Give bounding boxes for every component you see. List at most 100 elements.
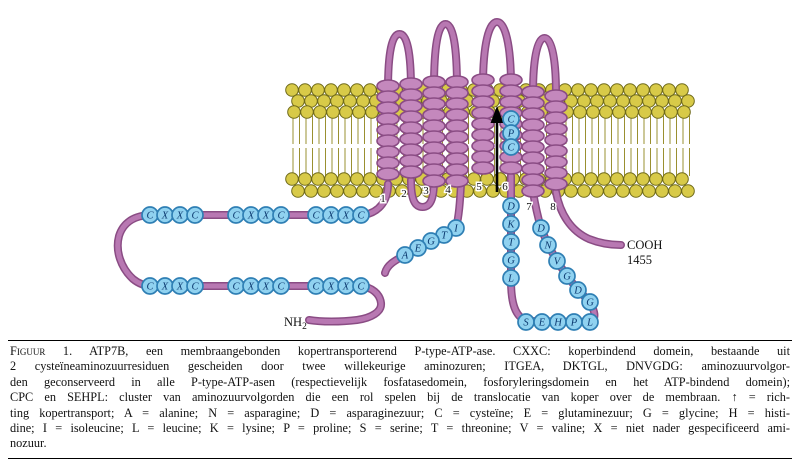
amino-acid-bead <box>502 233 520 251</box>
amino-acid-letter: X <box>342 282 350 293</box>
amino-acid-letter: C <box>277 282 285 293</box>
helix-3 <box>422 75 446 188</box>
nh2-label: NH2 <box>284 315 307 332</box>
amino-acid-letter: D <box>536 224 545 235</box>
amino-acid-letter: X <box>327 211 335 222</box>
cooh-label: COOH <box>627 238 662 252</box>
caption-line: CPC en SEHPL: cluster van aminozuurvolgo… <box>10 390 790 405</box>
amino-acid-bead <box>581 313 599 331</box>
amino-acid-letter: G <box>427 237 435 248</box>
amino-acid-letter: D <box>506 202 515 213</box>
amino-acid-letter: G <box>507 256 515 267</box>
amino-acid-letter: X <box>342 211 350 222</box>
amino-acid-letter: T <box>441 231 448 242</box>
amino-acid-letter: T <box>508 238 515 249</box>
amino-acid-letter: A <box>401 251 409 262</box>
amino-acid-bead <box>548 252 566 270</box>
amino-acid-letter: C <box>191 282 199 293</box>
helix-number: 2 <box>401 188 407 200</box>
amino-acid-letter: C <box>277 211 285 222</box>
caption-line: dine; I = isoleucine; L = leucine; K = l… <box>10 421 790 436</box>
amino-acid-letter: P <box>507 129 515 140</box>
amino-acid-letter: D <box>573 286 582 297</box>
amino-acid-letter: X <box>262 211 270 222</box>
amino-acid-bead <box>502 215 520 233</box>
amino-acid-bead <box>502 138 520 156</box>
bead-chain-itgea: ITGEA <box>396 219 465 264</box>
caption-line: Figuur 1. ATP7B, een membraangebonden ko… <box>10 344 790 359</box>
helix-2 <box>399 77 423 179</box>
helix-number: 6 <box>502 181 508 193</box>
helix-8 <box>544 89 568 191</box>
amino-acid-letter: H <box>553 318 563 329</box>
loop-tm7-tm8 <box>529 34 560 98</box>
amino-acid-bead <box>558 267 576 285</box>
amino-acid-letter: C <box>312 211 320 222</box>
amino-acid-letter: G <box>563 272 571 283</box>
amino-acid-bead <box>352 277 370 295</box>
loop-tm2-tm3 <box>407 176 438 211</box>
amino-acid-letter: C <box>312 282 320 293</box>
amino-acid-letter: E <box>414 244 422 255</box>
amino-acid-letter: L <box>507 274 514 285</box>
amino-acid-bead <box>352 206 370 224</box>
amino-acid-bead <box>581 293 599 311</box>
caption-line: den geconserveerd in alle P-type-ATP-ase… <box>10 374 790 389</box>
amino-acid-letter: N <box>543 241 552 252</box>
loop-tm5-tm6 <box>479 18 515 90</box>
caption-line: nozuur. <box>10 436 47 451</box>
amino-acid-letter: P <box>570 318 578 329</box>
amino-acid-letter: C <box>357 211 365 222</box>
amino-acid-letter: X <box>176 211 184 222</box>
amino-acid-bead <box>532 219 550 237</box>
amino-acid-bead <box>186 206 204 224</box>
helix-number: 7 <box>526 201 532 213</box>
amino-acid-letter: K <box>506 220 515 231</box>
amino-acid-letter: X <box>161 282 169 293</box>
amino-acid-letter: C <box>146 282 154 293</box>
helix-5 <box>471 73 495 175</box>
figure-caption: Figuur 1. ATP7B, een membraangebonden ko… <box>8 340 792 452</box>
amino-acid-letter: I <box>453 224 458 235</box>
amino-acid-bead <box>502 251 520 269</box>
caption-line: ting kopertransport; A = alanine; N = as… <box>10 405 790 420</box>
amino-acid-letter: S <box>523 318 529 329</box>
loop-tm1-tm2 <box>384 30 415 94</box>
amino-acid-letter: X <box>161 211 169 222</box>
amino-acid-letter: X <box>262 282 270 293</box>
amino-acid-letter: C <box>146 211 154 222</box>
helix-number: 8 <box>550 201 556 213</box>
caption-line: 2 cysteïneaminozuurresiduen gescheiden d… <box>10 359 790 374</box>
amino-acid-letter: C <box>232 282 240 293</box>
amino-acid-letter: L <box>586 318 593 329</box>
amino-acid-letter: X <box>327 282 335 293</box>
helix-number: 4 <box>445 184 451 196</box>
c-terminal-tail <box>552 188 625 249</box>
amino-acid-letter: V <box>554 257 562 268</box>
amino-acid-bead <box>396 246 414 264</box>
amino-acid-letter: C <box>357 282 365 293</box>
bottom-rule <box>8 458 792 459</box>
copper-transport-arrow <box>490 106 504 192</box>
amino-acid-bead <box>186 277 204 295</box>
amino-acid-bead <box>502 269 520 287</box>
amino-acid-letter: E <box>538 318 546 329</box>
amino-acid-letter: C <box>507 143 515 154</box>
amino-acid-bead <box>502 197 520 215</box>
loop-tm3-tm4 <box>430 20 461 92</box>
caption-text: ATP7B, een membraangebonden kopertranspo… <box>89 344 790 358</box>
amino-acid-letter: G <box>586 298 594 309</box>
amino-acid-letter: X <box>247 282 255 293</box>
figure-label: Figuur 1. <box>10 344 73 358</box>
amino-acid-letter: X <box>176 282 184 293</box>
residue-number-label: 1455 <box>627 253 652 267</box>
helix-number: 5 <box>476 181 482 193</box>
amino-acid-bead <box>539 236 557 254</box>
